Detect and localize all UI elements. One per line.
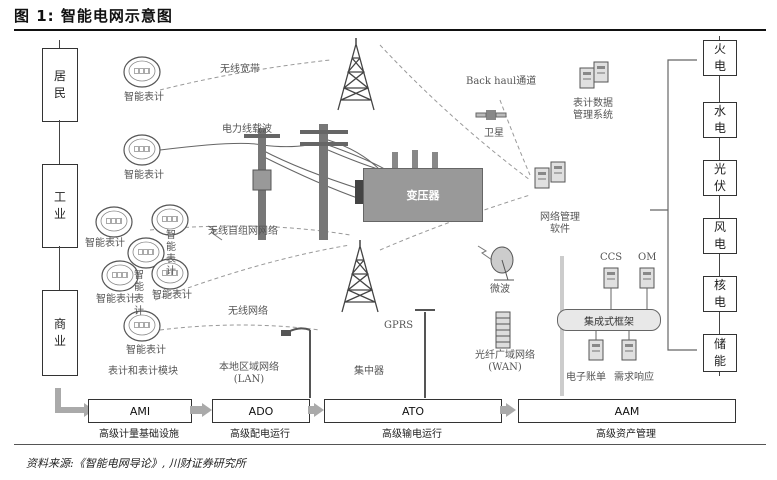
- timeline-ado-desc: 高级配电运行: [230, 429, 290, 440]
- timeline-ami-desc: 高级计量基础设施: [99, 429, 179, 440]
- label-plc: 电力线载波: [222, 124, 272, 135]
- label-microwave: 微波: [490, 284, 510, 295]
- demand-response-server-icon: [621, 339, 637, 361]
- label-lan: 本地区域网络 (LAN): [219, 362, 279, 385]
- gen-storage: 储 能: [703, 334, 737, 372]
- consumer-industrial: 工 业: [42, 164, 78, 248]
- meter-data-server-icon: [579, 67, 595, 89]
- label-smart-meter: 智能表计: [96, 294, 136, 305]
- label-wireless-broadband: 无线宽带: [220, 64, 260, 75]
- figure-title: 图 1: 智能电网示意图: [14, 7, 173, 25]
- network-mgmt-server-icon: [534, 167, 550, 189]
- figure-source: 资料来源:《智能电网导论》, 川财证券研究所: [26, 457, 246, 470]
- gen-thermal: 火 电: [703, 40, 737, 76]
- timeline-aam: AAM: [518, 399, 736, 423]
- utility-poles: [244, 124, 348, 240]
- lamp-poles: [281, 309, 435, 398]
- gen-wind: 风 电: [703, 218, 737, 254]
- radio-tower-bottom: [341, 239, 379, 313]
- footer-rule: [14, 444, 766, 445]
- label-smart-meter: 智能表计: [134, 270, 144, 317]
- transformer-bushings: [355, 150, 438, 204]
- timeline-ado: ADO: [212, 399, 310, 423]
- radio-tower-top: [337, 37, 375, 111]
- label-backhaul: Back haul通道: [466, 76, 537, 87]
- figure-header: 图 1: 智能电网示意图: [14, 2, 766, 31]
- consumer-commercial: 商 业: [42, 290, 78, 376]
- timeline-arrow: [506, 403, 516, 417]
- label-smart-meter: 智能表计: [124, 92, 164, 103]
- label-satellite: 卫星: [484, 128, 504, 139]
- om-server-icon: [639, 267, 655, 289]
- label-smart-meter: 智能表计: [166, 230, 176, 277]
- label-meter-data-mgmt: 表计数据 管理系统: [573, 98, 613, 121]
- gen-hydro: 水 电: [703, 102, 737, 138]
- label-smart-meter: 智能表计: [85, 238, 125, 249]
- consumer-residential: 居 民: [42, 48, 78, 122]
- label-demand-response: 需求响应: [614, 372, 654, 383]
- label-smart-meter: 智能表计: [126, 345, 166, 356]
- label-network-mgmt: 网络管理 软件: [540, 212, 580, 235]
- label-wireless-net: 无线网络: [228, 306, 268, 317]
- header-rule: [14, 29, 766, 31]
- satellite-icon: [475, 110, 507, 120]
- timeline-ato: ATO: [324, 399, 502, 423]
- label-meter-module: 表计和表计模块: [108, 366, 178, 377]
- timeline-aam-desc: 高级资产管理: [596, 429, 656, 440]
- label-wireless-mesh: 无线自组网网络: [208, 226, 278, 237]
- generation-connector: [719, 36, 720, 376]
- label-ccs: CCS: [600, 252, 623, 263]
- gen-nuclear: 核 电: [703, 276, 737, 312]
- timeline-arrow: [202, 403, 212, 417]
- label-concentrator: 集中器: [354, 366, 384, 377]
- label-fiber-wan: 光纤广域网络 (WAN): [475, 350, 535, 373]
- consumer-connector: [59, 120, 60, 164]
- ccs-server-icon: [603, 267, 619, 289]
- microwave-dish-icon: [490, 246, 514, 281]
- consumer-connector: [59, 246, 60, 290]
- timeline-ato-desc: 高级输电运行: [382, 429, 442, 440]
- label-smart-meter: 智能表计: [152, 290, 192, 301]
- timeline-arrow: [314, 403, 324, 417]
- gen-solar: 光 伏: [703, 160, 737, 196]
- label-smart-meter: 智能表计: [124, 170, 164, 181]
- fiber-insulator-icon: [495, 311, 511, 349]
- label-om: OM: [638, 252, 657, 263]
- label-gprs: GPRS: [384, 320, 414, 331]
- integrated-framework: 集成式框架: [557, 309, 661, 331]
- transformer: 变压器: [363, 168, 483, 222]
- e-billing-server-icon: [588, 339, 604, 361]
- label-e-billing: 电子账单: [566, 372, 606, 383]
- timeline-ami: AMI: [88, 399, 192, 423]
